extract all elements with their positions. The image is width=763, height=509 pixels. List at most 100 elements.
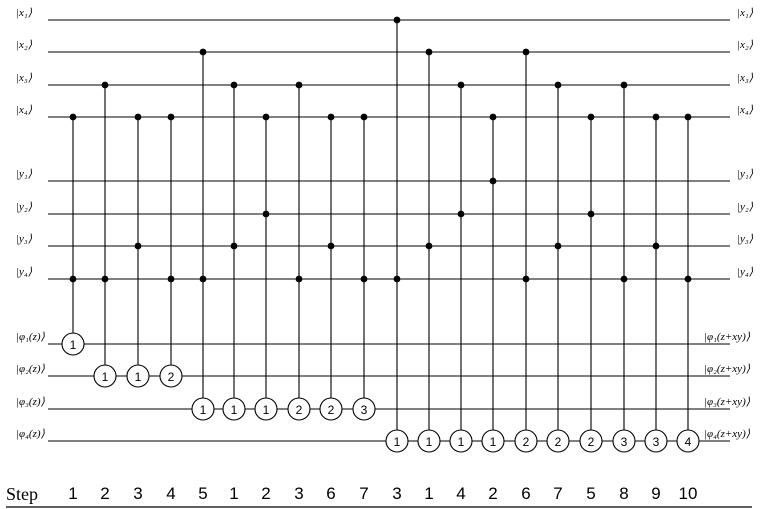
gate-19: 3 [644,113,668,453]
gate-16: 2 [546,81,570,453]
gate-label: 1 [490,435,497,449]
gate-label: 1 [458,435,465,449]
step-number-10: 7 [359,484,368,503]
control-dot-x4 [262,113,270,121]
adder-gate-circle [579,429,603,453]
wire-label-right-p4: |φ₄(z+xy)⟩ [704,428,751,440]
wires-layer [48,19,730,442]
gate-label: 3 [621,435,628,449]
wire-label-right-p2: |φ₂(z+xy)⟩ [704,363,751,375]
gate-11: 1 [385,16,409,453]
step-number-17: 5 [586,484,595,503]
adder-gate-circle [191,397,215,421]
step-number-6: 1 [229,484,238,503]
gate-label: 1 [426,435,433,449]
wire-label-right-x1: |x₁⟩ [737,7,754,19]
gate-label: 3 [653,435,660,449]
step-number-16: 7 [553,484,562,503]
adder-gate-circle [644,429,668,453]
adder-gate-circle [254,397,278,421]
adder-gate-circle [61,332,85,356]
gate-label: 1 [231,403,238,417]
gate-label: 2 [328,403,335,417]
wire-label-left-p2: |φ₂(z)⟩ [16,363,46,375]
control-dot-x4 [167,113,175,121]
gate-17: 2 [579,113,603,453]
wire-labels-layer: |x₁⟩|x₁⟩|x₂⟩|x₂⟩|x₃⟩|x₃⟩|x₄⟩|x₄⟩|y₁⟩|y₁⟩… [16,7,754,440]
control-dot-x4 [684,113,692,121]
control-dot-y3 [554,242,562,250]
step-number-11: 3 [392,484,401,503]
wire-label-right-p3: |φ₃(z+xy)⟩ [704,396,751,408]
gate-18: 3 [612,81,636,453]
step-number-13: 4 [456,484,465,503]
gate-label: 1 [135,370,142,384]
gate-2: 1 [93,81,117,388]
control-dot-y3 [652,242,660,250]
control-dot-y3 [230,242,238,250]
adder-gate-circle [319,397,343,421]
control-dot-y3 [425,242,433,250]
control-dot-x3 [620,81,628,89]
adder-gate-circle [222,397,246,421]
wire-label-right-x2: |x₂⟩ [737,39,754,51]
control-dot-y4 [167,275,175,283]
wire-label-right-p1: |φ₁(z+xy)⟩ [704,331,751,343]
wire-label-right-x3: |x₃⟩ [737,72,754,84]
adder-gate-circle [481,429,505,453]
step-number-18: 8 [619,484,628,503]
step-number-14: 2 [488,484,497,503]
gate-14: 1 [481,113,505,453]
adder-gate-circle [385,429,409,453]
step-number-15: 6 [521,484,530,503]
control-dot-x4 [652,113,660,121]
gate-8: 2 [287,81,311,421]
step-number-12: 1 [424,484,433,503]
step-number-7: 2 [261,484,270,503]
control-dot-x4 [327,113,335,121]
gate-3: 1 [126,113,150,388]
control-dot-x2 [425,48,433,56]
gate-15: 2 [514,48,538,453]
gate-label: 2 [588,435,595,449]
wire-label-left-p4: |φ₄(z)⟩ [16,428,46,440]
gate-7: 1 [254,113,278,421]
control-dot-y4 [199,275,207,283]
step-number-19: 9 [651,484,660,503]
step-number-8: 3 [294,484,303,503]
control-dot-y4 [295,275,303,283]
control-dot-x2 [522,48,530,56]
control-dot-y2 [587,210,595,218]
wire-label-left-y3: |y₃⟩ [16,233,33,245]
control-dot-y4 [522,275,530,283]
control-dot-y4 [620,275,628,283]
gate-4: 2 [159,113,183,388]
wire-label-left-y1: |y₁⟩ [16,168,33,180]
control-dot-x4 [134,113,142,121]
gate-label: 1 [394,435,401,449]
adder-gate-circle [417,429,441,453]
adder-gate-circle [449,429,473,453]
step-number-5: 5 [198,484,207,503]
gate-1: 1 [61,113,85,356]
adder-gate-circle [159,364,183,388]
gate-label: 2 [296,403,303,417]
gate-label: 2 [168,370,175,384]
control-dot-y3 [134,242,142,250]
wire-label-right-x4: |x₄⟩ [737,104,754,116]
control-dot-x3 [554,81,562,89]
wire-label-left-y4: |y₄⟩ [16,266,33,278]
gate-10: 3 [352,113,376,421]
wire-label-right-y1: |y₁⟩ [737,168,754,180]
control-dot-y4 [684,275,692,283]
gate-label: 3 [361,403,368,417]
adder-gate-circle [612,429,636,453]
wire-label-right-y3: |y₃⟩ [737,233,754,245]
control-dot-y3 [327,242,335,250]
wire-label-left-x4: |x₄⟩ [16,104,33,116]
wire-label-left-x1: |x₁⟩ [16,7,33,19]
wire-label-left-x3: |x₃⟩ [16,72,33,84]
